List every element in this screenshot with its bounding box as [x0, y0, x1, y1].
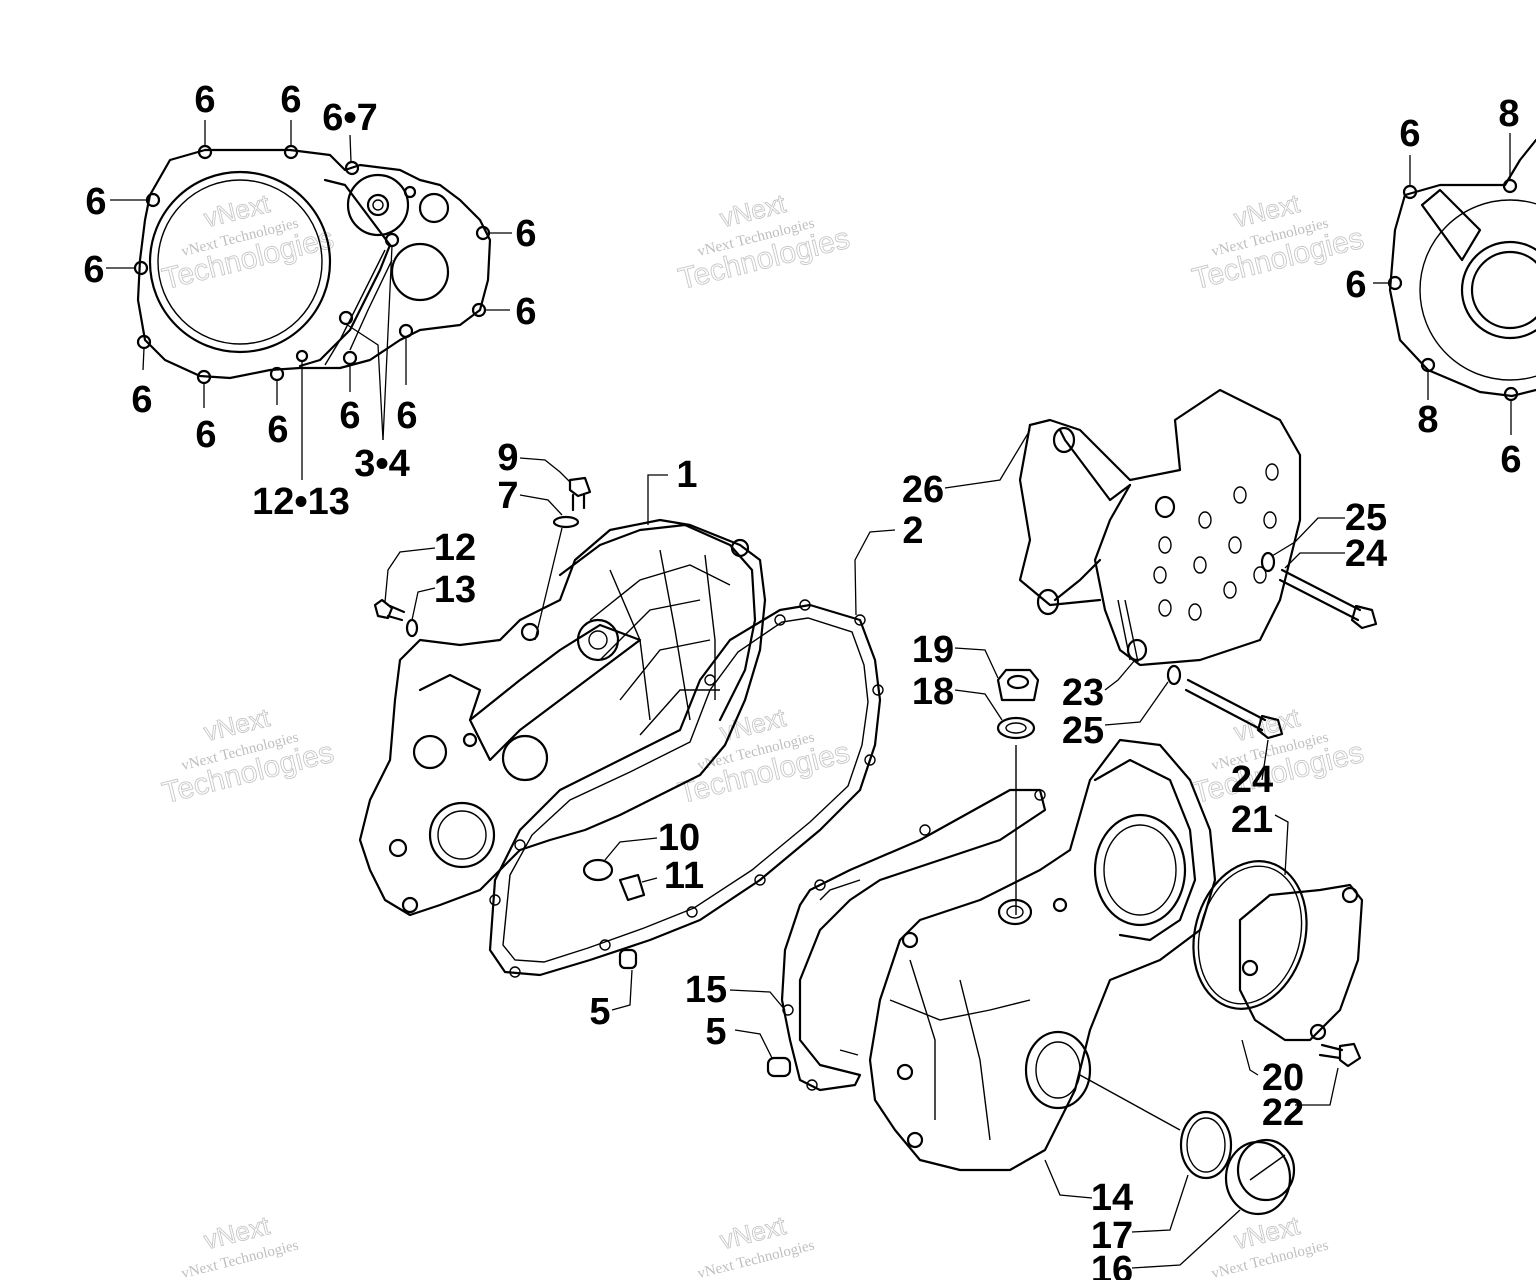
callout-8: 8 — [1417, 399, 1438, 441]
callout-7: 7 — [497, 475, 518, 517]
callout-15: 15 — [685, 969, 727, 1011]
callout-9: 9 — [497, 437, 518, 479]
callout-19: 19 — [912, 629, 954, 671]
callout-6: 6 — [83, 249, 104, 291]
callout-5: 5 — [705, 1011, 726, 1053]
part-gasket-2 — [488, 599, 884, 978]
callout-6: 6 — [1500, 439, 1521, 481]
callout-8: 8 — [1498, 93, 1519, 135]
watermark: vNext vNext Technologies — [180, 1210, 300, 1280]
callout-25: 25 — [1062, 710, 1104, 752]
callout-17: 17 — [1091, 1215, 1133, 1257]
callout-labels: 6 6 6•7 6 6 6 6 6 6 6 6 6 3•4 12•13 9 7 … — [83, 79, 1521, 1280]
watermark: vNext vNext Technologies Technologies — [159, 702, 338, 811]
callout-12: 12 — [434, 527, 476, 569]
part-gasket-15 — [766, 788, 1047, 1092]
callout-16: 16 — [1091, 1249, 1133, 1280]
callout-13: 13 — [434, 569, 476, 611]
watermark: vNext vNext Technologies — [696, 1210, 816, 1280]
watermark: vNext vNext Technologies Technologies — [159, 188, 338, 297]
inset-clutch-cover — [106, 120, 512, 480]
watermark: vNext vNext Technologies Technologies — [675, 188, 854, 297]
callout-11: 11 — [664, 855, 704, 897]
part-bolt-9 — [552, 476, 592, 529]
part-cover-20 — [1192, 860, 1364, 1068]
callout-6: 6 — [396, 395, 417, 437]
callout-12-13: 12•13 — [252, 481, 350, 523]
callout-6-7: 6•7 — [322, 97, 378, 139]
callout-25: 25 — [1345, 497, 1387, 539]
callout-6: 6 — [515, 291, 536, 333]
part-bolt-12 — [373, 598, 419, 638]
callout-3-4: 3•4 — [354, 443, 410, 485]
callout-14: 14 — [1091, 1177, 1133, 1219]
callout-6: 6 — [1345, 264, 1366, 306]
housing-holes — [1153, 463, 1279, 621]
part-clutch-cover — [358, 518, 767, 917]
watermark: vNext vNext Technologies Technologies — [1189, 188, 1368, 297]
part-housing-26 — [1018, 388, 1378, 740]
callout-10: 10 — [658, 817, 700, 859]
callout-1: 1 — [676, 454, 697, 496]
callout-2: 2 — [902, 510, 923, 552]
callout-24: 24 — [1345, 533, 1387, 575]
callout-5: 5 — [589, 991, 610, 1033]
callout-24: 24 — [1231, 759, 1273, 801]
callout-23: 23 — [1062, 672, 1104, 714]
callout-22: 22 — [1262, 1092, 1304, 1134]
callout-6: 6 — [280, 79, 301, 121]
callout-18: 18 — [912, 671, 954, 713]
callout-6: 6 — [1399, 113, 1420, 155]
callout-6: 6 — [515, 213, 536, 255]
callout-6: 6 — [131, 379, 152, 421]
callout-6: 6 — [267, 409, 288, 451]
part-magneto-cover-14 — [868, 738, 1296, 1216]
callout-6: 6 — [195, 414, 216, 456]
callout-6: 6 — [339, 395, 360, 437]
callout-6: 6 — [85, 181, 106, 223]
watermarks: vNext vNext Technologies Technologies vN… — [159, 188, 1368, 1280]
watermark: vNext vNext Technologies — [1210, 1210, 1330, 1280]
callout-20: 20 — [1262, 1057, 1304, 1099]
watermark: vNext vNext Technologies Technologies — [675, 702, 854, 811]
callout-6: 6 — [194, 79, 215, 121]
inset-magneto-cover — [1373, 133, 1536, 435]
callout-21: 21 — [1231, 799, 1273, 841]
callout-26: 26 — [902, 469, 944, 511]
leader-lines — [384, 429, 1345, 1269]
